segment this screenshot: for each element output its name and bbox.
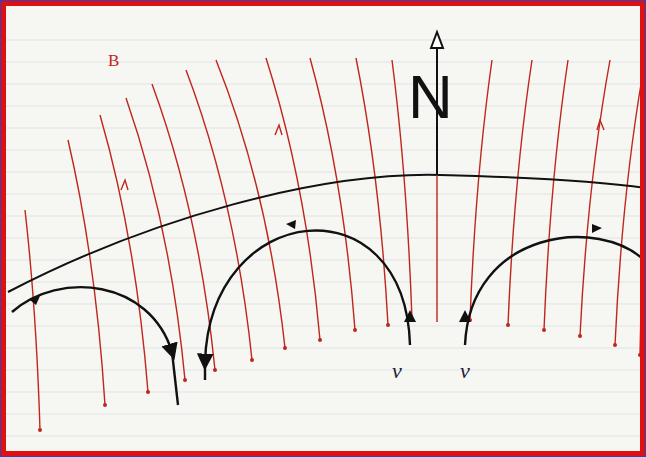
- frame: [3, 3, 643, 454]
- north-arrowhead: [431, 32, 443, 48]
- velocity-label: v: [392, 360, 402, 382]
- field-line: [356, 58, 388, 325]
- field-line: [580, 60, 610, 336]
- field-line: [615, 78, 642, 345]
- field-line: [25, 210, 40, 430]
- velocity-label: v: [460, 360, 470, 382]
- field-label: B: [108, 52, 119, 69]
- field-line: [544, 60, 568, 330]
- field-line: [216, 60, 285, 348]
- field-line: [266, 58, 320, 340]
- field-line: [126, 98, 185, 380]
- field-line: [100, 115, 148, 392]
- field-line: [310, 58, 355, 330]
- field-line: [68, 140, 105, 405]
- field-line: [470, 60, 492, 320]
- surface-arc: [8, 175, 646, 292]
- particle-paths: [12, 230, 646, 405]
- north-label: N: [408, 66, 453, 128]
- field-line: [508, 60, 532, 325]
